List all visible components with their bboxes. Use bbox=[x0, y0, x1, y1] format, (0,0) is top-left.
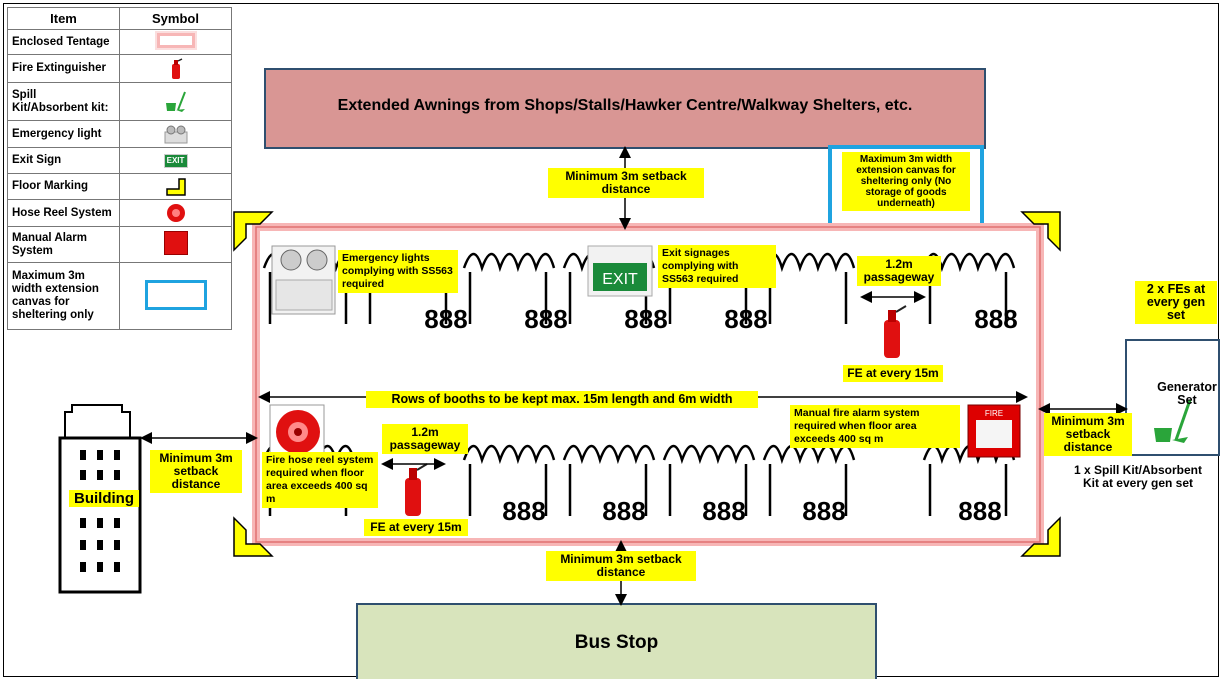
spill-genset-note: 1 x Spill Kit/Absorbent Kit at every gen… bbox=[1073, 463, 1202, 490]
extension-canvas-icon bbox=[144, 279, 207, 310]
legend-label-hose-reel: Hose Reel System bbox=[7, 199, 120, 227]
rows-note: Rows of booths to be kept max. 15m lengt… bbox=[366, 391, 758, 408]
manual-alarm-icon bbox=[163, 231, 188, 255]
booth-number-label: 888 bbox=[958, 496, 1002, 526]
passageway-bottom-label: 1.2m passageway bbox=[382, 424, 468, 454]
floor-marking-icon bbox=[165, 177, 186, 196]
legend-label-exit-sign: Exit Sign bbox=[7, 147, 120, 174]
legend-label-extension-canvas: Maximum 3m width extension canvas for sh… bbox=[7, 262, 120, 330]
setback-top-label: Minimum 3m setback distance bbox=[548, 168, 704, 198]
legend-label-manual-alarm: Manual Alarm System bbox=[7, 226, 120, 263]
fire-extinguisher-icon bbox=[884, 305, 907, 358]
booth-number-label: 888 bbox=[802, 496, 846, 526]
setback-left-label: Minimum 3m setback distance bbox=[150, 450, 242, 493]
hose-reel-icon bbox=[166, 204, 185, 222]
booth-number-label: 888 bbox=[974, 304, 1018, 334]
hose-note: Fire hose reel system required when floo… bbox=[262, 452, 378, 508]
fe-genset-note: 2 x FEs at every gen set bbox=[1135, 281, 1217, 324]
exit-note: Exit signages complying with SS563 requi… bbox=[658, 245, 776, 288]
fe-top-label: FE at every 15m bbox=[843, 365, 943, 382]
setback-bottom-label: Minimum 3m setback distance bbox=[546, 551, 696, 581]
building-label: Building bbox=[69, 490, 139, 507]
exit-sign-icon: EXIT bbox=[587, 245, 653, 297]
setback-right-label: Minimum 3m setback distance bbox=[1044, 413, 1132, 456]
legend-label-tentage: Enclosed Tentage bbox=[7, 29, 120, 55]
booth-number-label: 888 bbox=[624, 304, 668, 334]
manual-alarm-note: Manual fire alarm system required when f… bbox=[790, 405, 960, 448]
svg-text:EXIT: EXIT bbox=[602, 271, 638, 288]
fire-extinguisher-icon bbox=[405, 463, 428, 516]
exit-sign-icon: EXIT bbox=[163, 153, 188, 168]
booth-number-label: 888 bbox=[424, 304, 468, 334]
booth-number-label: 888 bbox=[724, 304, 768, 334]
booth-number-label: 888 bbox=[502, 496, 546, 526]
legend-label-extinguisher: Fire Extinguisher bbox=[7, 54, 120, 83]
spill-kit-icon bbox=[1154, 399, 1192, 443]
building-icon bbox=[58, 404, 142, 594]
booth-number-label: 888 bbox=[524, 304, 568, 334]
svg-text:FIRE: FIRE bbox=[985, 409, 1003, 418]
legend-label-emergency-light: Emergency light bbox=[7, 120, 120, 148]
emergency-note: Emergency lights complying with SS563 re… bbox=[338, 250, 458, 293]
bus-stop-box bbox=[356, 603, 877, 679]
awnings-label: Extended Awnings from Shops/Stalls/Hawke… bbox=[337, 97, 913, 114]
booth-number-label: 888 bbox=[602, 496, 646, 526]
emergency-light-icon bbox=[271, 245, 336, 315]
generator-label: Generator Set bbox=[1157, 380, 1217, 407]
fe-bottom-label: FE at every 15m bbox=[364, 519, 468, 536]
fire-extinguisher-icon bbox=[171, 57, 182, 79]
tentage-icon bbox=[156, 33, 195, 48]
awnings-box bbox=[264, 68, 986, 149]
emergency-light-icon bbox=[164, 125, 187, 144]
bus-stop-label: Bus Stop bbox=[574, 632, 659, 653]
floor-marking-icon bbox=[233, 211, 1061, 557]
spill-kit-icon bbox=[165, 91, 186, 112]
generator-box bbox=[1125, 339, 1220, 456]
manual-alarm-icon: FIRE bbox=[967, 404, 1021, 458]
canvas-note: Maximum 3m width extension canvas for sh… bbox=[842, 152, 970, 211]
booth-number-label: 888 bbox=[702, 496, 746, 526]
legend-table: Item Symbol Enclosed Tentage Fire Exting… bbox=[7, 7, 232, 330]
passageway-top-label: 1.2m passageway bbox=[857, 256, 941, 286]
